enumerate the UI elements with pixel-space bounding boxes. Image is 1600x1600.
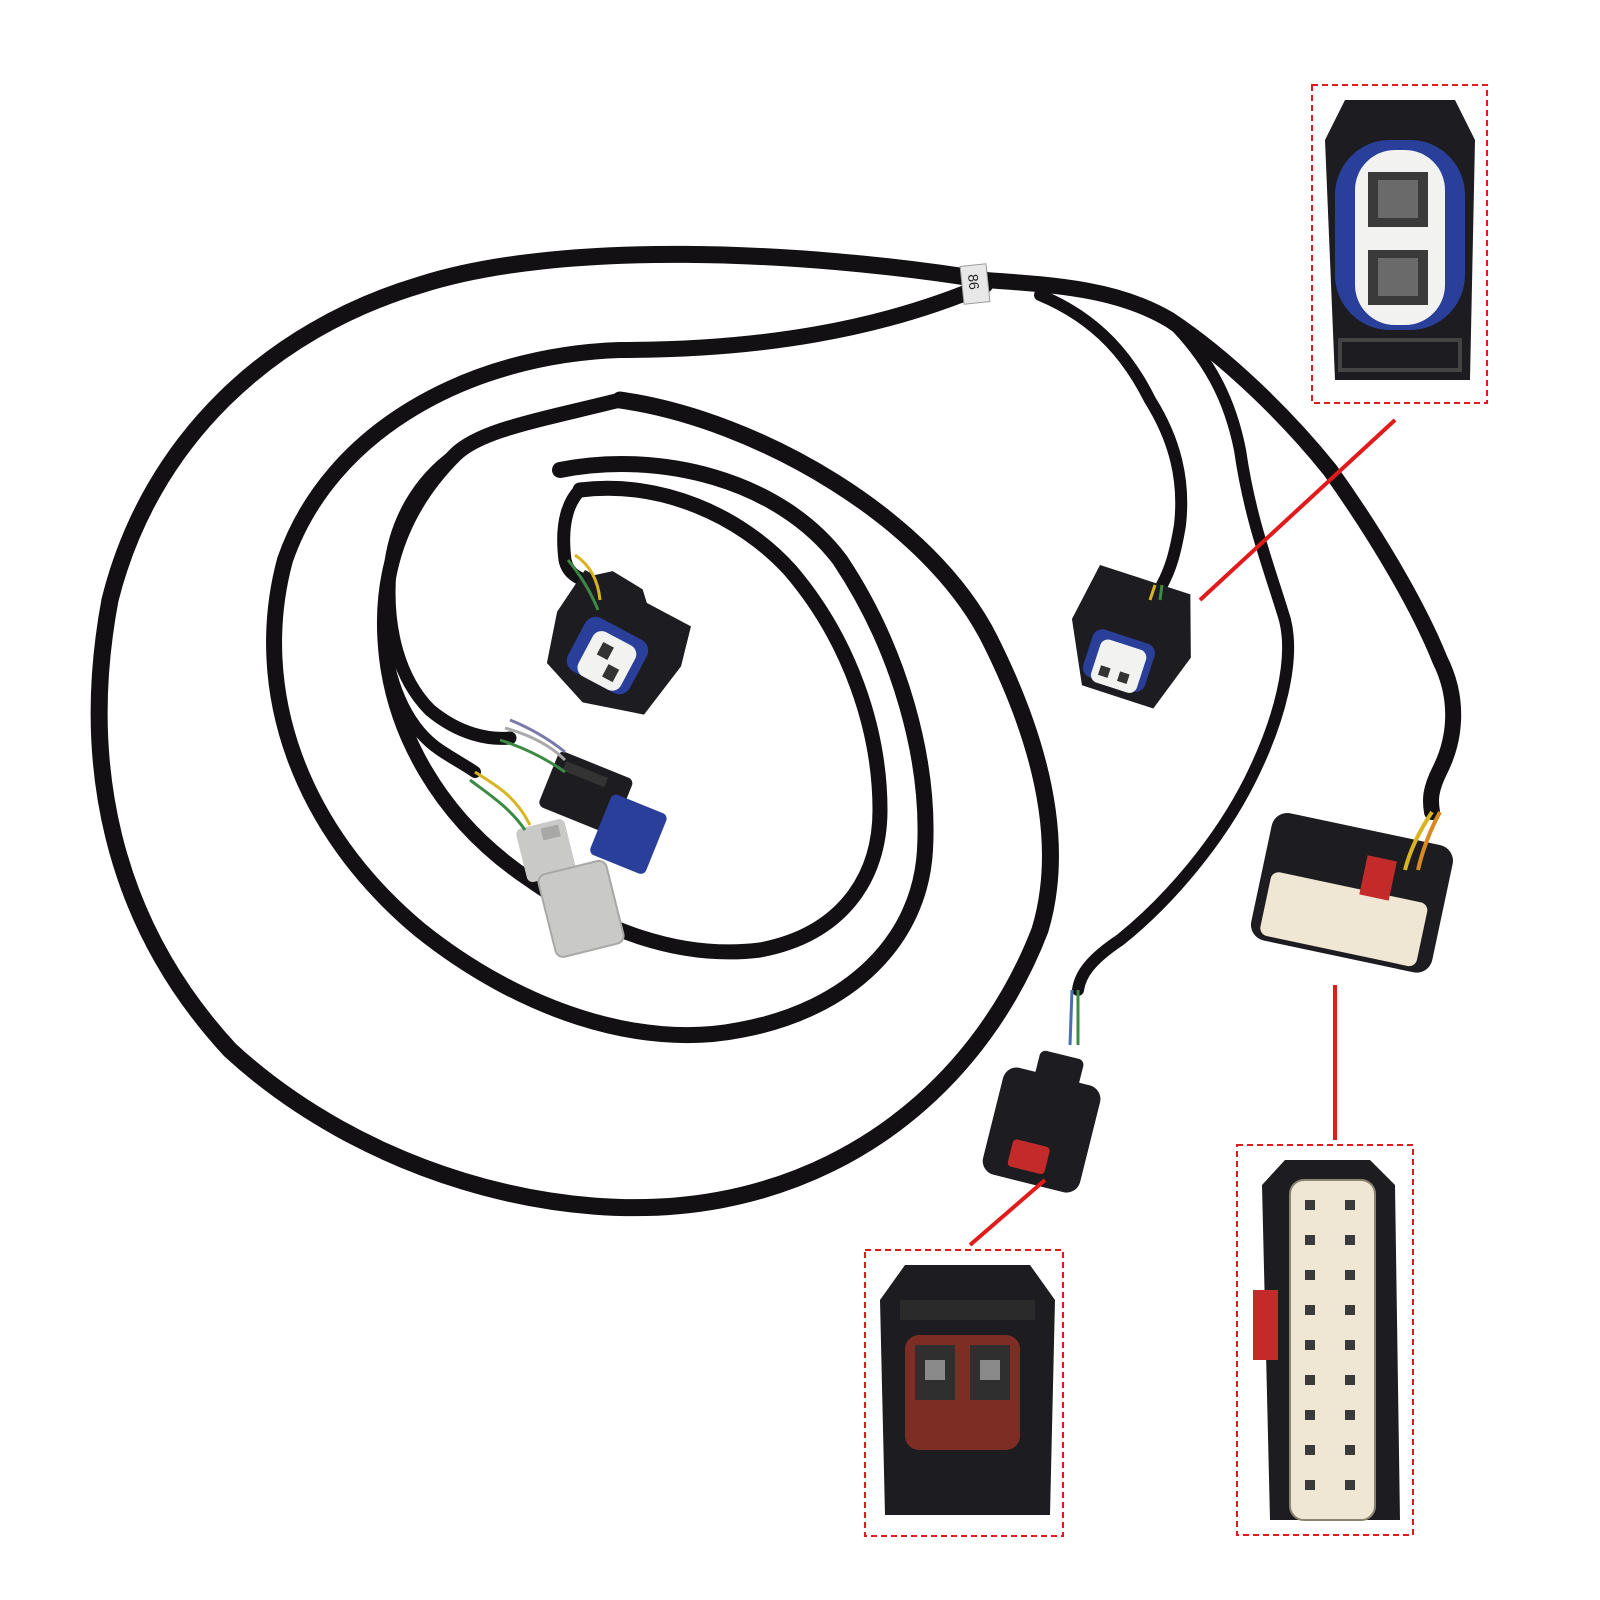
harness-branch-right-1 bbox=[1034, 289, 1188, 591]
connector-blue-body-icon bbox=[539, 751, 667, 874]
multi-pin-cream-connector-callout bbox=[1236, 1144, 1414, 1536]
2-pin-red-connector-callout bbox=[864, 1249, 1064, 1537]
callout-line-top bbox=[1198, 418, 1397, 602]
connector-multipin-body-icon bbox=[1250, 812, 1453, 973]
harness-branch-3 bbox=[379, 634, 481, 778]
connector-2pin-blue-icon bbox=[1325, 100, 1475, 380]
harness-middle-loop bbox=[266, 277, 993, 1044]
connector-2pin-red-icon bbox=[880, 1265, 1055, 1515]
connector-2pin-blue-icon bbox=[546, 570, 691, 715]
harness-branch-right-2 bbox=[1072, 314, 1295, 996]
2-pin-blue-white-connector-callout bbox=[1311, 84, 1488, 404]
sleeve-label-text: 86 bbox=[965, 273, 983, 290]
connector-2pin-right-icon bbox=[1071, 565, 1191, 709]
wire-harness bbox=[90, 245, 1462, 1217]
connector-multipin-icon bbox=[1253, 1160, 1400, 1521]
connector-gray-icon bbox=[516, 819, 625, 958]
harness-outer-loop bbox=[90, 245, 1059, 1217]
callout-line-bottom bbox=[968, 1178, 1047, 1247]
harness-branch-2 bbox=[382, 448, 517, 745]
harness-main-trunk bbox=[977, 272, 1462, 820]
connector-2pin-red-body-icon bbox=[982, 1050, 1101, 1193]
sleeve-label: 86 bbox=[959, 263, 991, 305]
harness-branch-1 bbox=[557, 483, 607, 592]
